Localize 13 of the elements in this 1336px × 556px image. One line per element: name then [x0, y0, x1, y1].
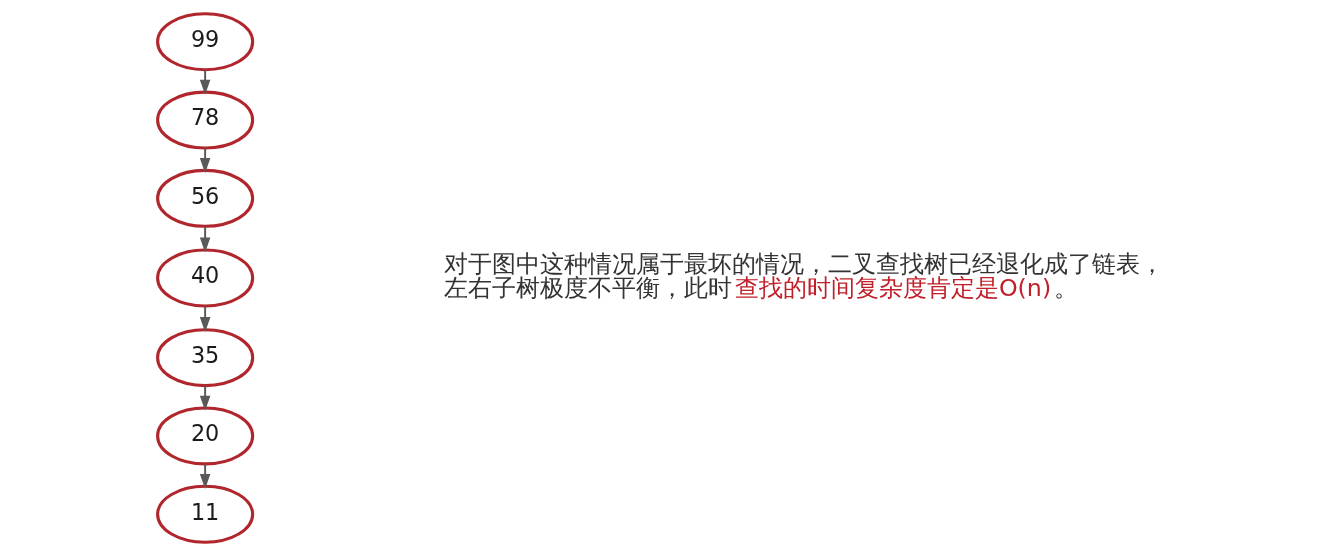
arrow — [199, 225, 210, 253]
node-ellipse: 78 — [155, 90, 254, 150]
arrow — [199, 384, 210, 411]
node-ellipse: 35 — [155, 328, 254, 388]
arrow — [199, 463, 210, 490]
node-ellipse: 99 — [155, 12, 254, 72]
arrow — [199, 147, 210, 174]
node-ellipse: 11 — [155, 484, 254, 544]
node-ellipse: 20 — [155, 406, 254, 466]
node-ellipse: 40 — [155, 248, 254, 308]
arrow — [199, 69, 210, 95]
node-ellipse: 56 — [155, 168, 254, 228]
arrow — [199, 305, 210, 333]
